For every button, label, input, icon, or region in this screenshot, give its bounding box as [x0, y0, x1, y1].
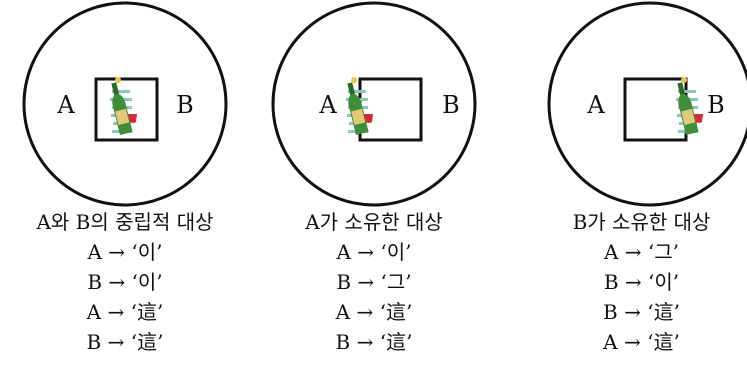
person-label-b: B [442, 91, 460, 119]
caption-line-1: A → ‘그’ [603, 240, 680, 264]
caption-line-1: A → ‘이’ [87, 240, 163, 264]
space-circle [547, 1, 747, 207]
caption-line-2: B → ‘그’ [336, 270, 412, 294]
object-box [623, 77, 688, 142]
space-circle [22, 1, 228, 207]
diagram-owned-by-a: A B [271, 1, 477, 207]
caption-line-1: A → ‘이’ [336, 240, 412, 264]
caption-line-2: B → ‘이’ [87, 270, 163, 294]
caption-owned-by-b: B가 소유한 대상 A → ‘그’ B → ‘이’ B → ‘這’ A → ‘這… [536, 207, 747, 357]
caption-line-4: B → ‘這’ [335, 330, 413, 354]
caption-line-3: A → ‘這’ [335, 300, 413, 324]
caption-line-2: B → ‘이’ [603, 270, 680, 294]
caption-title: A가 소유한 대상 [305, 210, 443, 234]
object-box [358, 77, 423, 142]
caption-line-3: B → ‘這’ [603, 300, 680, 324]
caption-line-4: B → ‘這’ [86, 330, 164, 354]
person-label-a: A [56, 91, 75, 119]
caption-line-4: A → ‘這’ [603, 330, 680, 354]
caption-title: A와 B의 중립적 대상 [36, 210, 214, 234]
wine-bottle-icon [110, 77, 137, 135]
space-circle [271, 1, 477, 207]
diagram-owned-by-b: A B [547, 1, 747, 207]
diagram-neutral: A B [22, 1, 228, 207]
wine-bottle-icon [346, 77, 373, 135]
caption-line-3: A → ‘這’ [86, 300, 164, 324]
caption-title: B가 소유한 대상 [572, 210, 711, 234]
wine-bottle-icon [676, 77, 703, 135]
person-label-b: B [707, 91, 725, 119]
panel-owned-by-a: A B A가 소유한 대상 A → ‘이’ B → ‘그’ A → ‘這’ B … [268, 0, 480, 372]
panel-owned-by-b: A B B가 소유한 대상 A → ‘그’ B → ‘이’ B → ‘這’ A … [536, 0, 747, 372]
person-label-b: B [176, 91, 194, 119]
person-label-a: A [318, 91, 337, 119]
person-label-a: A [586, 91, 605, 119]
caption-neutral: A와 B의 중립적 대상 A → ‘이’ B → ‘이’ A → ‘這’ B →… [0, 207, 250, 357]
caption-owned-by-a: A가 소유한 대상 A → ‘이’ B → ‘그’ A → ‘這’ B → ‘這… [268, 207, 480, 357]
panel-neutral: A B A와 B의 중립적 대상 A → ‘이’ B → ‘이’ A → ‘這’… [0, 0, 250, 372]
